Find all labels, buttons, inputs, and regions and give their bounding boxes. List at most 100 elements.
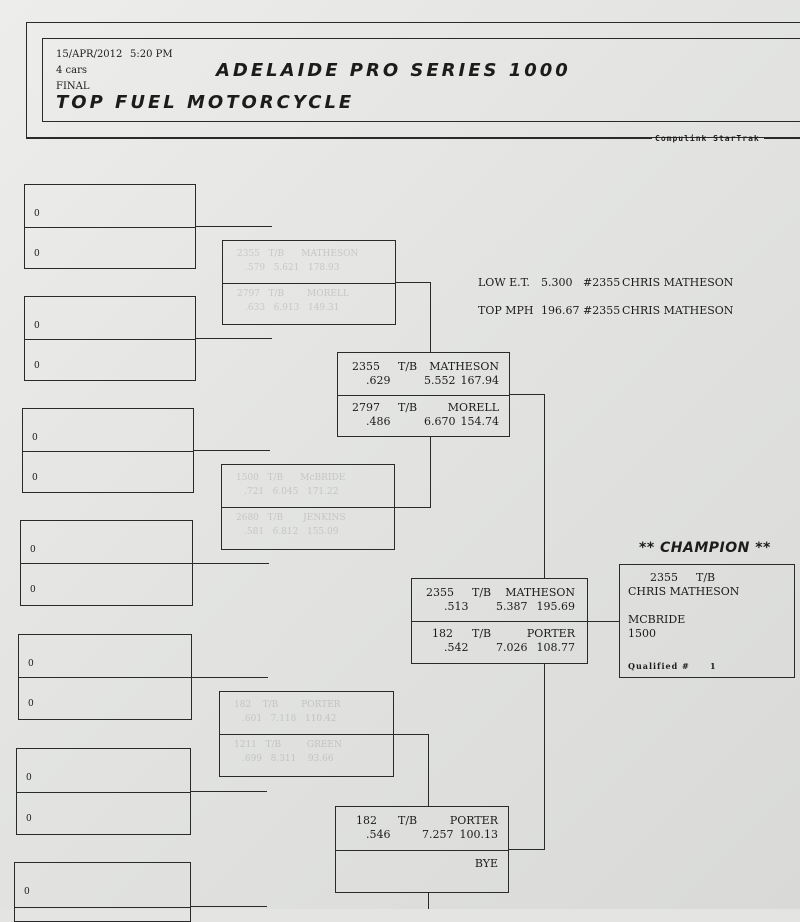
connector (196, 226, 272, 228)
round-name: FINAL (56, 81, 90, 92)
connector (196, 338, 272, 340)
top-mph-car: #2355 (583, 304, 621, 317)
final-box: 2355 T/B MATHESON .513 5.387 195.69 182 … (411, 578, 588, 664)
r1-box-4: 0 0 (20, 520, 193, 606)
champion-line4: 1500 (628, 627, 656, 640)
speed-mph: 167.94 (460, 374, 500, 387)
r1-box-5: 0 0 (18, 634, 192, 720)
r1-slot: 0 (34, 321, 40, 331)
driver-name: PORTER (526, 627, 575, 640)
r1-slot: 0 (30, 545, 36, 555)
semi2-bot-entry: BYE (336, 850, 508, 893)
r2-box-1: 2355 T/B MATHESON.579 5.621 178.93 2797 … (222, 240, 396, 325)
car-number: 182 (432, 627, 453, 640)
driver-name: MATHESON (429, 360, 499, 373)
car-tag: T/B (398, 814, 418, 827)
r1-box-2: 0 0 (24, 296, 196, 381)
low-et-car: #2355 (583, 276, 621, 289)
champion-title: ** CHAMPION ** (639, 540, 771, 556)
semi1-top-entry: 2355 T/B MATHESON .629 5.552 167.94 (338, 353, 509, 396)
driver-name: PORTER (449, 814, 498, 827)
r1-box-6: 0 0 (16, 748, 191, 835)
reaction-time: .546 (366, 828, 391, 841)
reaction-time: .629 (366, 374, 391, 387)
champion-tag: T/B (696, 571, 716, 584)
connector (510, 394, 544, 396)
elapsed-time: 7.026 (496, 641, 528, 654)
elapsed-time: 5.387 (496, 600, 528, 613)
top-mph-value: 196.67 (541, 304, 580, 317)
connector (509, 849, 544, 851)
reaction-time: .486 (366, 414, 391, 428)
r1-slot: 0 (28, 659, 34, 669)
connector (430, 282, 432, 352)
car-tag: T/B (472, 627, 492, 640)
semi2-box: 182 T/B PORTER .546 7.257 100.13 BYE (335, 806, 509, 893)
speed-mph: 154.74 (460, 414, 500, 428)
r1-slot: 0 (30, 585, 36, 595)
champion-driver: CHRIS MATHESON (628, 585, 740, 598)
connector (544, 664, 546, 850)
speed-mph: 195.69 (536, 600, 576, 613)
connector (395, 507, 430, 509)
elapsed-time: 5.552 (424, 374, 456, 387)
connector (544, 394, 546, 578)
event-title: ADELAIDE PRO SERIES 1000 (216, 60, 571, 81)
champion-line3: MCBRIDE (628, 613, 686, 626)
r1-box-7: 0 (14, 862, 191, 922)
driver-name: MATHESON (505, 586, 575, 599)
r1-slot: 0 (34, 360, 40, 371)
car-number: 2797 (352, 400, 380, 414)
r1-slot: 0 (26, 773, 32, 783)
speed-mph: 100.13 (459, 828, 499, 841)
elapsed-time: 7.257 (422, 828, 454, 841)
qualified-value: 1 (710, 661, 716, 671)
car-tag: T/B (472, 586, 492, 599)
car-number: 182 (356, 814, 377, 827)
r1-slot: 0 (32, 433, 38, 443)
reaction-time: .542 (444, 641, 469, 654)
r1-box-1: 0 0 (24, 184, 196, 269)
connector (394, 734, 428, 736)
car-tag: T/B (398, 400, 418, 414)
class-title: TOP FUEL MOTORCYCLE (56, 92, 355, 113)
report-date: 15/APR/2012 (56, 49, 123, 60)
r1-slot: 0 (32, 472, 38, 483)
final-bot-entry: 182 T/B PORTER .542 7.026 108.77 (412, 621, 587, 663)
connector (588, 621, 619, 623)
connector (193, 563, 269, 565)
r1-box-3: 0 0 (22, 408, 194, 493)
header-rule-end (764, 137, 800, 139)
connector (430, 437, 432, 508)
semi2-top-entry: 182 T/B PORTER .546 7.257 100.13 (336, 807, 508, 851)
top-mph-driver: CHRIS MATHESON (622, 304, 734, 317)
low-et-label: LOW E.T. (478, 276, 530, 289)
r1-slot: 0 (34, 209, 40, 219)
reaction-time: .513 (444, 600, 469, 613)
r1-slot: 0 (26, 813, 32, 824)
r1-slot: 0 (28, 699, 34, 709)
speed-mph: 108.77 (536, 641, 576, 654)
connector (194, 450, 270, 452)
header-inner-frame (42, 38, 800, 122)
connector (428, 734, 430, 806)
car-number: 2355 (426, 586, 454, 599)
low-et-value: 5.300 (541, 276, 573, 289)
brand-label: Compulink StarTrak (655, 134, 760, 143)
driver-name: MORELL (447, 400, 499, 414)
bye-label: BYE (474, 856, 498, 870)
connector (428, 893, 430, 909)
r2-box-2: 1500 T/B McBRIDE.721 6.045 171.22 2680 T… (221, 464, 395, 550)
final-top-entry: 2355 T/B MATHESON .513 5.387 195.69 (412, 579, 587, 622)
top-mph-label: TOP MPH (478, 304, 534, 317)
semi1-box: 2355 T/B MATHESON .629 5.552 167.94 2797… (337, 352, 510, 437)
connector (192, 677, 268, 679)
connector (191, 791, 267, 793)
r1-slot: 0 (24, 887, 30, 897)
car-number: 2355 (352, 360, 380, 373)
car-tag: T/B (398, 360, 418, 373)
r1-slot: 0 (34, 248, 40, 259)
car-count: 4 cars (56, 65, 88, 76)
champion-box: 2355 T/B CHRIS MATHESON MCBRIDE 1500 Qua… (619, 564, 795, 678)
